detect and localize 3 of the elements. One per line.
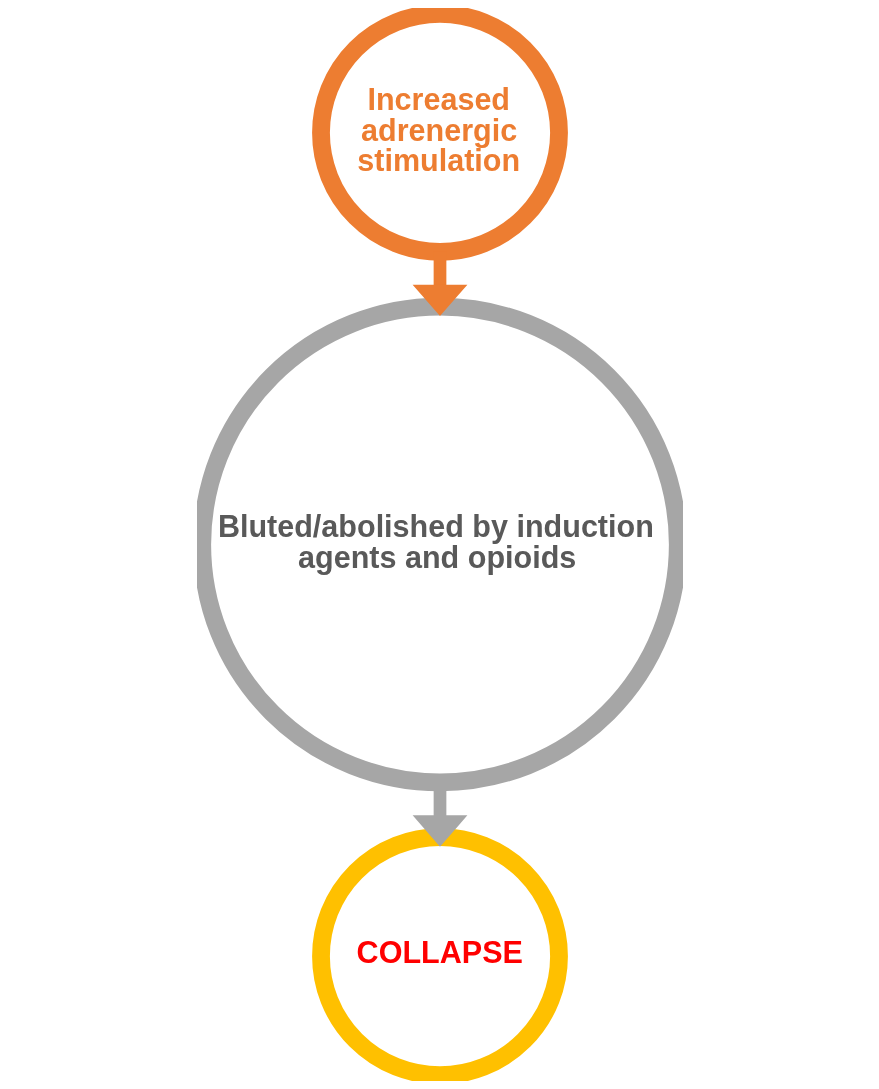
- node-circle: COLLAPSE: [311, 828, 568, 1081]
- node-circle: Increased adrenergic stimulation: [311, 8, 568, 261]
- node-circle: Bluted/abolished by induction agents and opioids: [196, 297, 683, 792]
